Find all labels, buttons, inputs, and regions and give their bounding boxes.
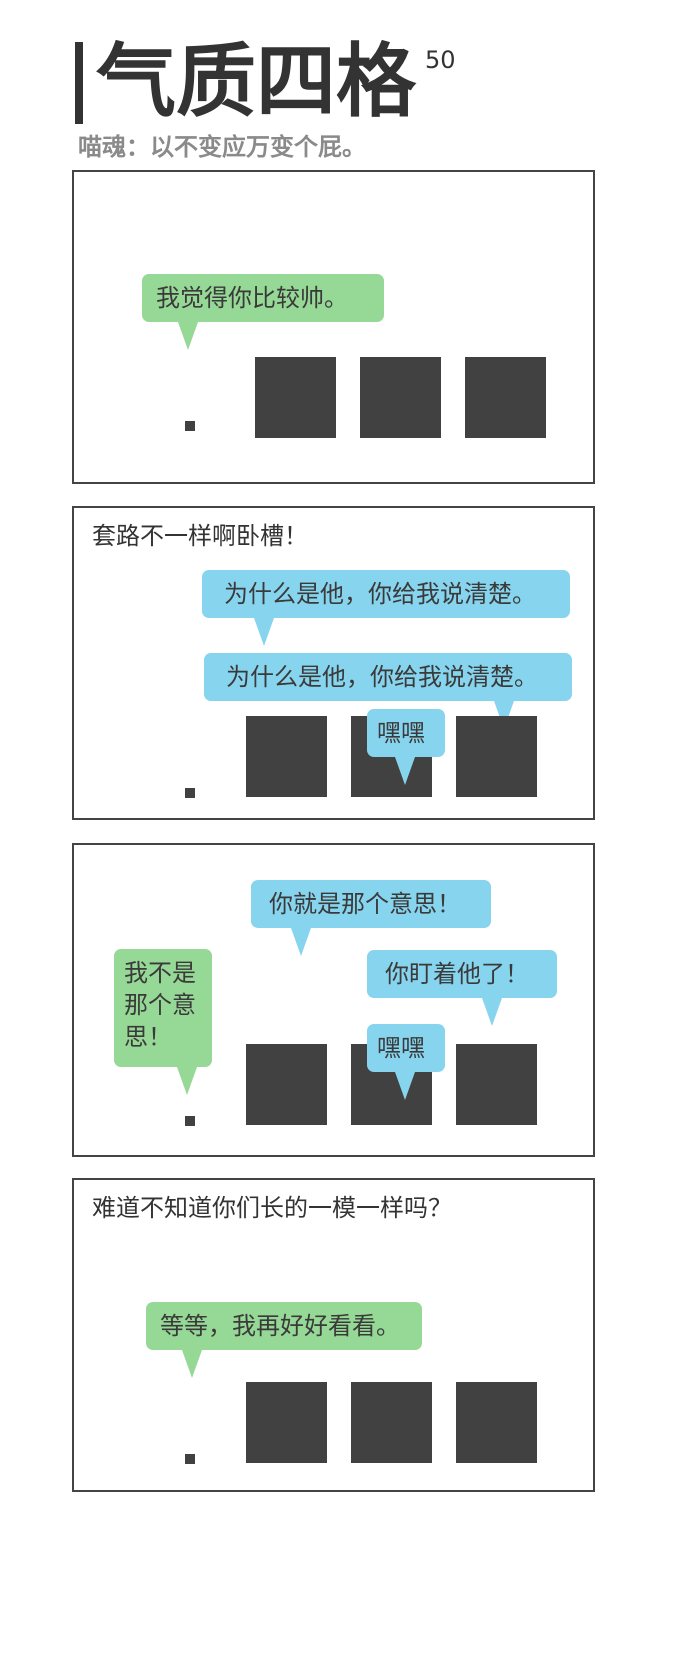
speech-bubble-text: 为什么是他，你给我说清楚。 [226, 663, 538, 691]
speech-bubble: 我不是那个意思！ [114, 949, 212, 1095]
small-character [185, 788, 195, 798]
speech-bubble-tail [177, 1067, 197, 1095]
speech-bubble: 为什么是他，你给我说清楚。 [202, 570, 570, 646]
comic-panel-1: 我觉得你比较帅。 [72, 170, 595, 484]
speech-bubble-tail [482, 998, 502, 1026]
block-character-2 [360, 357, 441, 438]
speech-bubble: 等等，我再好好看看。 [146, 1302, 422, 1378]
speech-bubble-text: 我不是那个意思！ [124, 959, 196, 1051]
small-character [185, 1454, 195, 1464]
block-character-3 [456, 716, 537, 797]
speech-bubble-text: 为什么是他，你给我说清楚。 [224, 580, 536, 608]
speech-bubble-text: 你就是那个意思！ [269, 890, 461, 918]
comic-panel-4: 难道不知道你们长的一模一样吗？ 等等，我再好好看看。 [72, 1178, 595, 1492]
narration-text: 难道不知道你们长的一模一样吗？ [92, 1194, 452, 1222]
speech-bubble-tail [254, 618, 274, 646]
speech-bubble-text: 嘿嘿 [377, 719, 425, 747]
narration-text: 套路不一样啊卧槽！ [92, 522, 308, 550]
speech-bubble-tail [395, 1072, 415, 1100]
block-character-3 [456, 1382, 537, 1463]
issue-number: 50 [425, 46, 456, 74]
block-character-3 [456, 1044, 537, 1125]
speech-bubble: 你就是那个意思！ [251, 880, 491, 956]
block-character-1 [255, 357, 336, 438]
speech-bubble-tail [182, 1350, 202, 1378]
speech-bubble-tail [395, 757, 415, 785]
small-character [185, 1116, 195, 1126]
speech-bubble-text: 我觉得你比较帅。 [156, 284, 348, 312]
block-character-1 [246, 1382, 327, 1463]
speech-bubble: 你盯着他了！ [367, 950, 557, 1026]
title-accent-bar [75, 42, 83, 124]
block-character-2 [351, 1382, 432, 1463]
speech-bubble: 嘿嘿 [367, 709, 445, 785]
speech-bubble: 我觉得你比较帅。 [142, 274, 384, 350]
speech-bubble: 嘿嘿 [367, 1024, 445, 1100]
comic-subtitle: 喵魂：以不变应万变个屁。 [78, 133, 366, 161]
block-character-3 [465, 357, 546, 438]
speech-bubble-tail [178, 322, 198, 350]
block-character-1 [246, 1044, 327, 1125]
speech-bubble-text: 你盯着他了！ [385, 960, 529, 988]
comic-panel-2: 套路不一样啊卧槽！ 为什么是他，你给我说清楚。 为什么是他，你给我说清楚。 嘿嘿 [72, 506, 595, 820]
comic-panel-3: 你就是那个意思！ 你盯着他了！ 我不是那个意思！ 嘿嘿 [72, 843, 595, 1157]
small-character [185, 421, 195, 431]
speech-bubble-tail [291, 928, 311, 956]
comic-title: 气质四格 [96, 35, 416, 128]
block-character-1 [246, 716, 327, 797]
speech-bubble-text: 等等，我再好好看看。 [160, 1312, 400, 1340]
speech-bubble: 为什么是他，你给我说清楚。 [204, 653, 572, 729]
speech-bubble-text: 嘿嘿 [377, 1034, 425, 1062]
